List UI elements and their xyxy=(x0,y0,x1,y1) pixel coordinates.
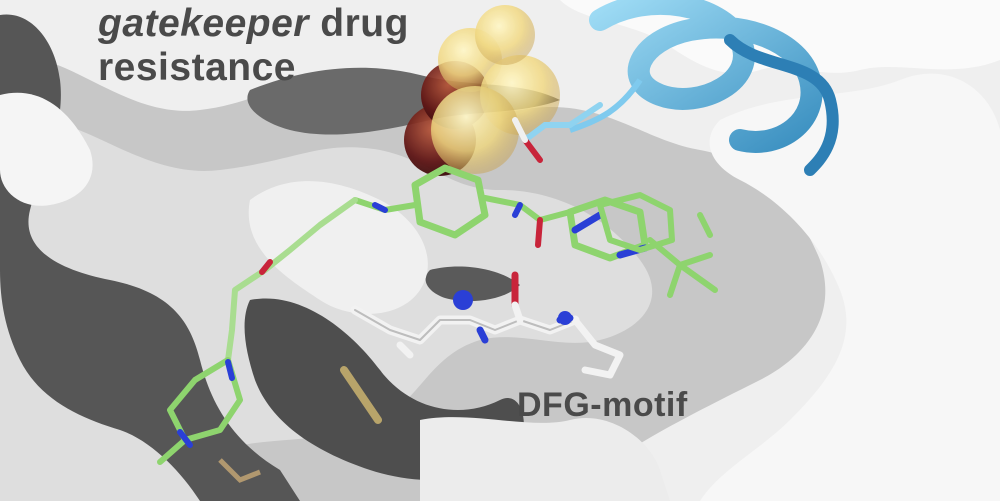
surface-lobe-right xyxy=(700,73,1000,501)
drug-word: drug xyxy=(308,2,409,45)
gatekeeper-resistance-label: gatekeeper drug resistance xyxy=(98,2,409,90)
gatekeeper-spheres-icon xyxy=(404,5,560,176)
surface-lobe-center xyxy=(248,181,428,314)
small-residue-stick xyxy=(340,366,382,424)
ligand-stick-icon xyxy=(157,164,718,465)
cavity-dark-left xyxy=(0,14,300,501)
helix-sidechain-sticks xyxy=(512,102,603,163)
resistance-word: resistance xyxy=(98,46,296,89)
helix-ribbon-icon xyxy=(569,0,839,176)
surface-lobe-bottom xyxy=(420,417,670,501)
surface-lobe-topleft xyxy=(0,92,93,206)
gatekeeper-word: gatekeeper xyxy=(98,2,309,45)
dfg-motif-stick-icon xyxy=(350,271,624,379)
faint-residue-stick xyxy=(218,458,261,483)
dfg-motif-label: DFG-motif xyxy=(517,386,688,424)
cavity-dark-small xyxy=(425,266,520,302)
